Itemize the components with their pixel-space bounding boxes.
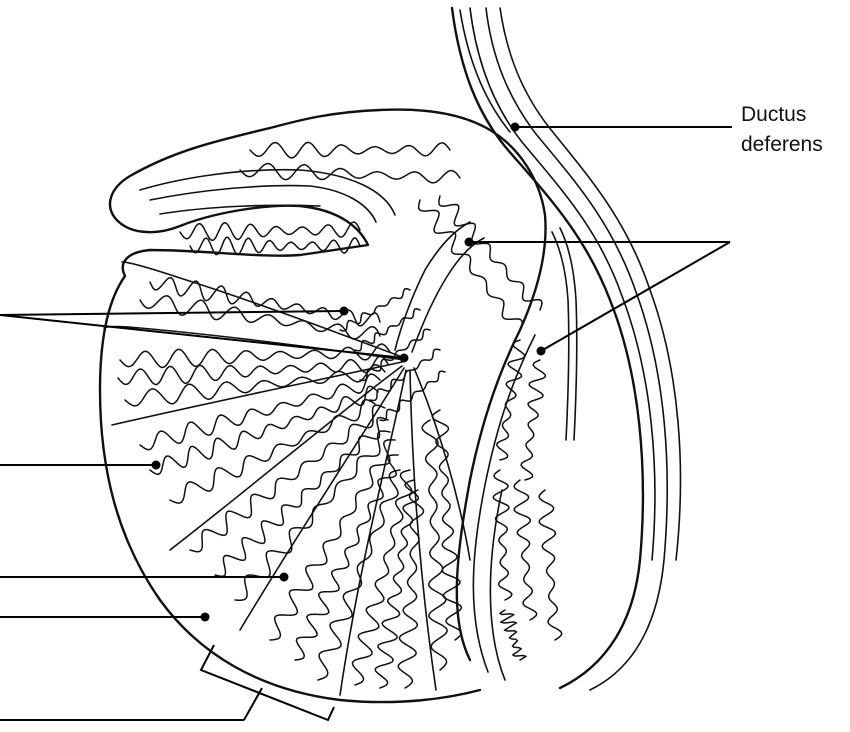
- epididymis-dot-upper: [465, 238, 474, 247]
- epididymis-coil: [500, 610, 526, 660]
- septum-dot: [280, 573, 289, 582]
- epididymis-coil: [250, 142, 450, 158]
- rete-dot-lower: [400, 354, 409, 363]
- epididymis-dot-lower: [537, 347, 546, 356]
- epididymis-coil: [539, 490, 562, 640]
- seminiferous-tubule: [215, 418, 388, 577]
- seminiferous-tubule: [190, 405, 385, 552]
- seminiferous-tubule: [140, 296, 380, 339]
- seminiferous-tubule: [180, 222, 360, 241]
- seminiferous-tubule: [422, 420, 447, 670]
- seminiferous-tubule: [295, 455, 398, 660]
- rete-leader-upper: [0, 311, 344, 315]
- seminiferous-tubule: [150, 278, 380, 326]
- seminiferous-tubule: [170, 400, 375, 503]
- epididymis-leader-lower: [541, 242, 730, 351]
- epididymis-coil: [419, 200, 523, 330]
- seminiferous-tubule: [270, 440, 395, 640]
- tunica-dot: [201, 613, 210, 622]
- seminiferous-tubule-dot: [152, 461, 161, 470]
- rete-leader-lower: [0, 315, 404, 358]
- lobule-leader-connector: [244, 688, 262, 720]
- ductus-deferens-label: Ductus: [741, 103, 806, 126]
- ductus-deferens-label-second: deferens: [741, 133, 823, 156]
- ductus-deferens-label-line2: deferens: [741, 133, 823, 156]
- seminiferous-tubule: [235, 431, 390, 600]
- ductus-deferens-tube: [452, 8, 680, 690]
- epididymis-coil: [497, 340, 525, 460]
- lobule-septa: [104, 222, 484, 695]
- rete-dot-upper: [340, 307, 349, 316]
- leader-lines: [0, 123, 732, 721]
- seminiferous-tubule: [118, 356, 388, 384]
- epididymis-coil: [521, 360, 545, 480]
- seminiferous-tubule: [120, 344, 390, 368]
- epididymis-coil: [514, 480, 537, 620]
- ductus-deferens-dot: [511, 123, 520, 132]
- rete-testis-channel: [355, 309, 420, 351]
- ductus-deferens-label-line1: Ductus: [741, 103, 806, 126]
